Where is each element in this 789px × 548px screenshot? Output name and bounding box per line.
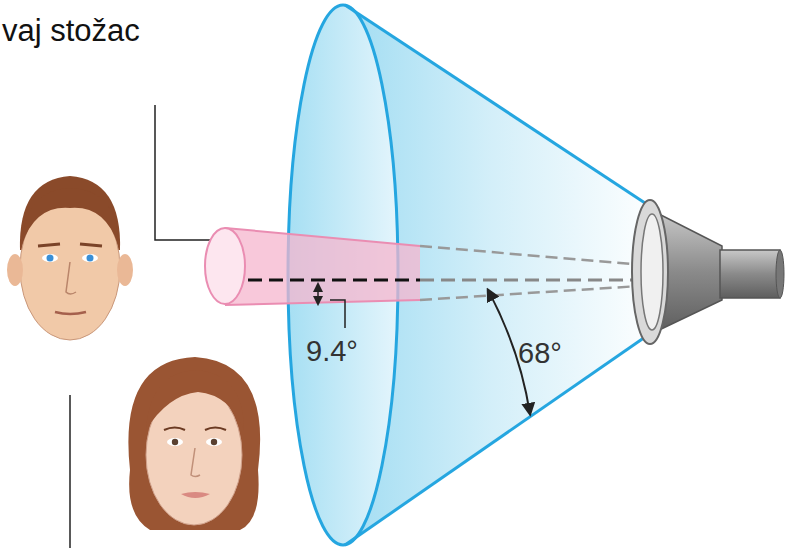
horn-driver-end bbox=[776, 250, 784, 298]
leader-line bbox=[330, 300, 345, 328]
cone-edge bbox=[225, 300, 420, 305]
woman-face bbox=[128, 357, 260, 530]
horn-mouth bbox=[641, 214, 663, 330]
leader-line bbox=[155, 105, 212, 240]
narrow-cone-base bbox=[205, 228, 245, 304]
cone-edge bbox=[225, 228, 420, 246]
horn-flange bbox=[632, 200, 668, 344]
horn-driver bbox=[720, 250, 780, 298]
axis-line bbox=[248, 279, 420, 282]
cone-edge bbox=[420, 246, 655, 266]
cone-edge bbox=[420, 285, 655, 300]
man-face bbox=[7, 176, 133, 340]
cone-edge bbox=[345, 335, 648, 545]
angle-label: 9.4° bbox=[306, 336, 358, 368]
angle-arrow bbox=[317, 284, 319, 304]
angle-label: 68° bbox=[518, 338, 562, 370]
cone-edge bbox=[345, 5, 648, 205]
narrow-cone bbox=[225, 228, 420, 305]
leader-line bbox=[69, 395, 71, 548]
part-name: vaj stožac bbox=[2, 14, 140, 48]
